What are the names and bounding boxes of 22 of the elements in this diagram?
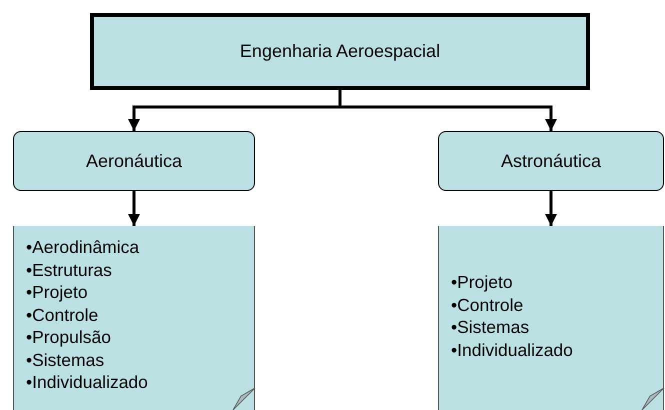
connector-arrow: [545, 191, 557, 226]
connector-arrow: [338, 90, 557, 131]
category-box: [438, 131, 664, 191]
box-title: Astronáutica: [500, 150, 602, 172]
note-card: [13, 226, 255, 410]
list-item: •Individualizado: [451, 338, 574, 361]
list-item: •Sistemas: [451, 316, 530, 338]
box-title: Aeronáutica: [86, 150, 182, 172]
connector-arrow: [128, 191, 140, 226]
list-item: •Projeto: [451, 271, 514, 294]
list-item: •Estruturas: [26, 258, 113, 281]
box-title: Engenharia Aeroespacial: [240, 41, 440, 62]
list-item: •Sistemas: [26, 348, 106, 371]
list-item: •Aerodinâmica: [26, 236, 140, 258]
list-item: •Controle: [26, 304, 100, 326]
note-card: [438, 226, 664, 410]
title-box: [90, 13, 590, 90]
category-box: [13, 131, 255, 191]
list-item: •Individualizado: [26, 371, 149, 394]
list-item: •Controle: [451, 294, 524, 316]
list-item: •Propulsão: [26, 326, 112, 348]
list-item: •Projeto: [26, 281, 89, 304]
